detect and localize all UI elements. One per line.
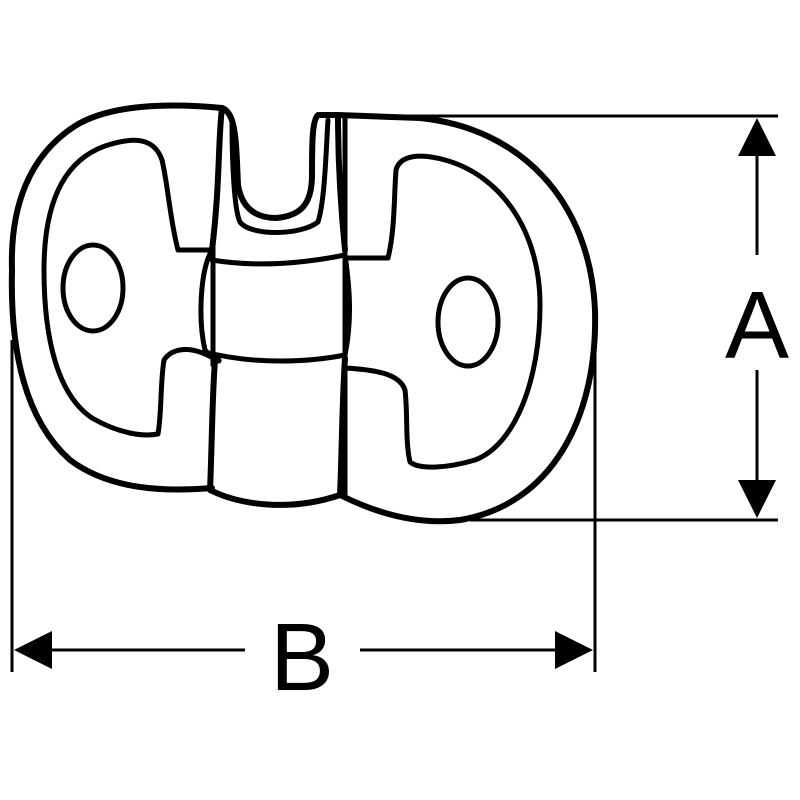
left-leaf-outer-outline [8, 102, 225, 493]
dimension-a: A [320, 114, 789, 522]
right-leaf-inner-contour [342, 153, 543, 470]
dimension-a-top-arrowhead [738, 118, 776, 156]
right-hinge-leaf [335, 112, 599, 525]
right-mounting-hole [435, 275, 501, 369]
dimension-a-label: A [725, 272, 789, 379]
center-knuckle [198, 105, 353, 508]
center-slot-inner [229, 117, 331, 235]
knuckle-upper-band [198, 247, 353, 364]
knuckle-lower-segment [207, 355, 348, 508]
knuckle-lower-band [202, 349, 348, 364]
dimension-b-label: B [270, 604, 334, 711]
dimension-b-right-arrowhead [555, 631, 593, 669]
dimension-b-left-arrowhead [14, 631, 52, 669]
dimension-a-bottom-arrowhead [738, 480, 776, 518]
dimension-b: B [10, 340, 597, 711]
center-slot-outline [209, 105, 348, 253]
left-hinge-leaf [8, 102, 225, 493]
right-leaf-outer-outline [335, 112, 599, 525]
left-leaf-inner-contour [41, 137, 216, 438]
left-mounting-hole [60, 242, 126, 334]
